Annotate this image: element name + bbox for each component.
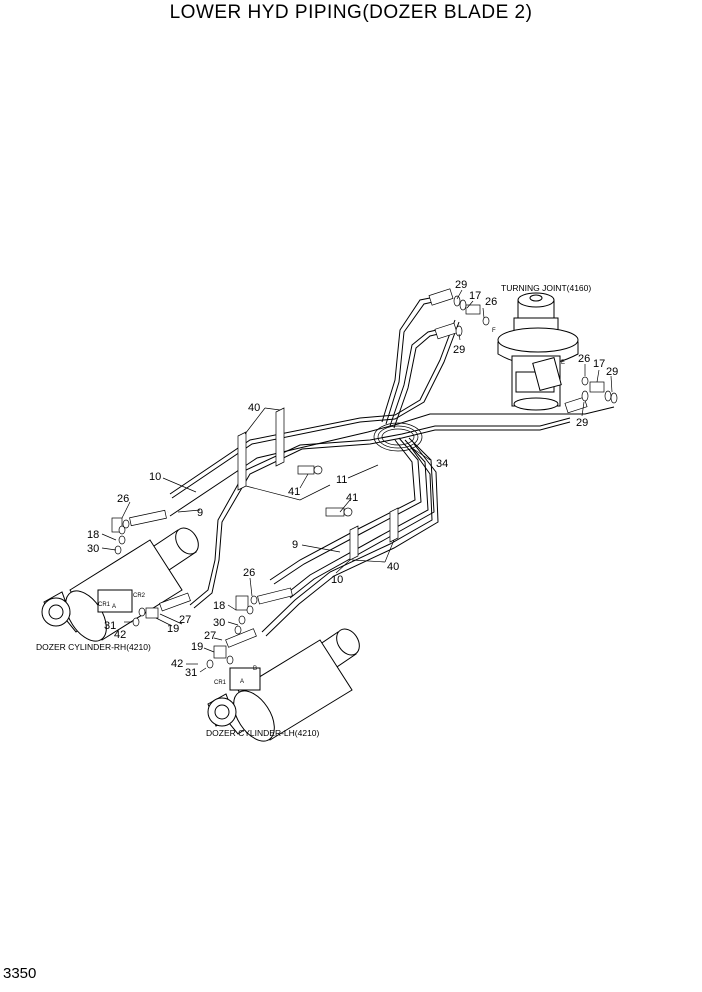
port-label-rh-cr1: CR1 bbox=[98, 602, 111, 608]
dozer-cylinder-rh bbox=[41, 527, 199, 642]
callout-29: 29 bbox=[453, 344, 465, 356]
port-label-lh-b: B bbox=[253, 666, 257, 672]
pipe-to-turning-joint bbox=[381, 295, 448, 429]
callout-numbers: 29 17 26 29 26 17 29 29 40 10 41 11 34 4… bbox=[87, 279, 618, 679]
pipe-bundle bbox=[167, 295, 615, 637]
port-label-e: E bbox=[561, 360, 565, 366]
callout-40: 40 bbox=[248, 402, 260, 414]
callout-31: 31 bbox=[185, 667, 197, 679]
callout-34: 34 bbox=[436, 458, 448, 470]
port-label-rh-cr2: CR2 bbox=[133, 593, 146, 599]
callout-17: 17 bbox=[469, 290, 481, 302]
callout-40: 40 bbox=[387, 561, 399, 573]
port-label-f: F bbox=[492, 328, 496, 334]
pipe-long-rh bbox=[189, 417, 571, 609]
callout-27: 27 bbox=[179, 614, 191, 626]
dozer-cylinder-lh bbox=[207, 628, 360, 742]
callout-9: 9 bbox=[197, 507, 203, 519]
callout-26: 26 bbox=[117, 493, 129, 505]
pipe-9-upper bbox=[167, 401, 615, 517]
callout-26: 26 bbox=[243, 567, 255, 579]
port-label-rh-a: A bbox=[112, 604, 116, 610]
callout-10: 10 bbox=[331, 574, 343, 586]
turning-joint bbox=[497, 292, 579, 411]
pipe-10-upper bbox=[169, 319, 460, 499]
callout-19: 19 bbox=[191, 641, 203, 653]
callout-31: 31 bbox=[104, 620, 116, 632]
callout-41: 41 bbox=[346, 492, 358, 504]
bolt-41-lower bbox=[325, 507, 353, 517]
pipe-lh-long bbox=[261, 443, 439, 637]
callout-42: 42 bbox=[114, 629, 126, 641]
bracket-clamp-40-lower bbox=[349, 507, 399, 561]
callout-29: 29 bbox=[606, 366, 618, 378]
pipe-clamp-34 bbox=[373, 422, 423, 452]
callout-19: 19 bbox=[167, 623, 179, 635]
callout-42: 42 bbox=[171, 658, 183, 670]
callout-27: 27 bbox=[204, 630, 216, 642]
bolt-41-upper bbox=[297, 465, 323, 475]
callout-9: 9 bbox=[292, 539, 298, 551]
callout-10: 10 bbox=[149, 471, 161, 483]
port-label-lh-cr1: CR1 bbox=[214, 680, 227, 686]
callout-18: 18 bbox=[87, 529, 99, 541]
dozer-cylinder-rh-caption: DOZER CYLINDER-RH(4210) bbox=[36, 642, 151, 652]
callout-29: 29 bbox=[576, 417, 588, 429]
callout-26: 26 bbox=[485, 296, 497, 308]
callout-30: 30 bbox=[213, 617, 225, 629]
rh-cylinder-fittings bbox=[111, 509, 191, 627]
callout-29: 29 bbox=[455, 279, 467, 291]
page-title: LOWER HYD PIPING(DOZER BLADE 2) bbox=[169, 2, 533, 23]
port-label-lh-a: A bbox=[240, 679, 244, 685]
callout-41: 41 bbox=[288, 486, 300, 498]
callout-26: 26 bbox=[578, 353, 590, 365]
callout-11: 11 bbox=[336, 474, 347, 486]
callout-30: 30 bbox=[87, 543, 99, 555]
dozer-cylinder-lh-caption: DOZER CYLINDER-LH(4210) bbox=[206, 728, 320, 738]
callout-18: 18 bbox=[213, 600, 225, 612]
bracket-clamp-40-upper bbox=[237, 407, 331, 501]
leader-lines bbox=[101, 289, 613, 673]
callout-17: 17 bbox=[593, 358, 605, 370]
turning-joint-caption: TURNING JOINT(4160) bbox=[501, 283, 591, 293]
lh-cylinder-fittings bbox=[206, 587, 293, 669]
tj-fittings-right bbox=[564, 376, 618, 414]
page-number: 3350 bbox=[3, 965, 37, 982]
pipe-10-lower bbox=[285, 437, 435, 599]
